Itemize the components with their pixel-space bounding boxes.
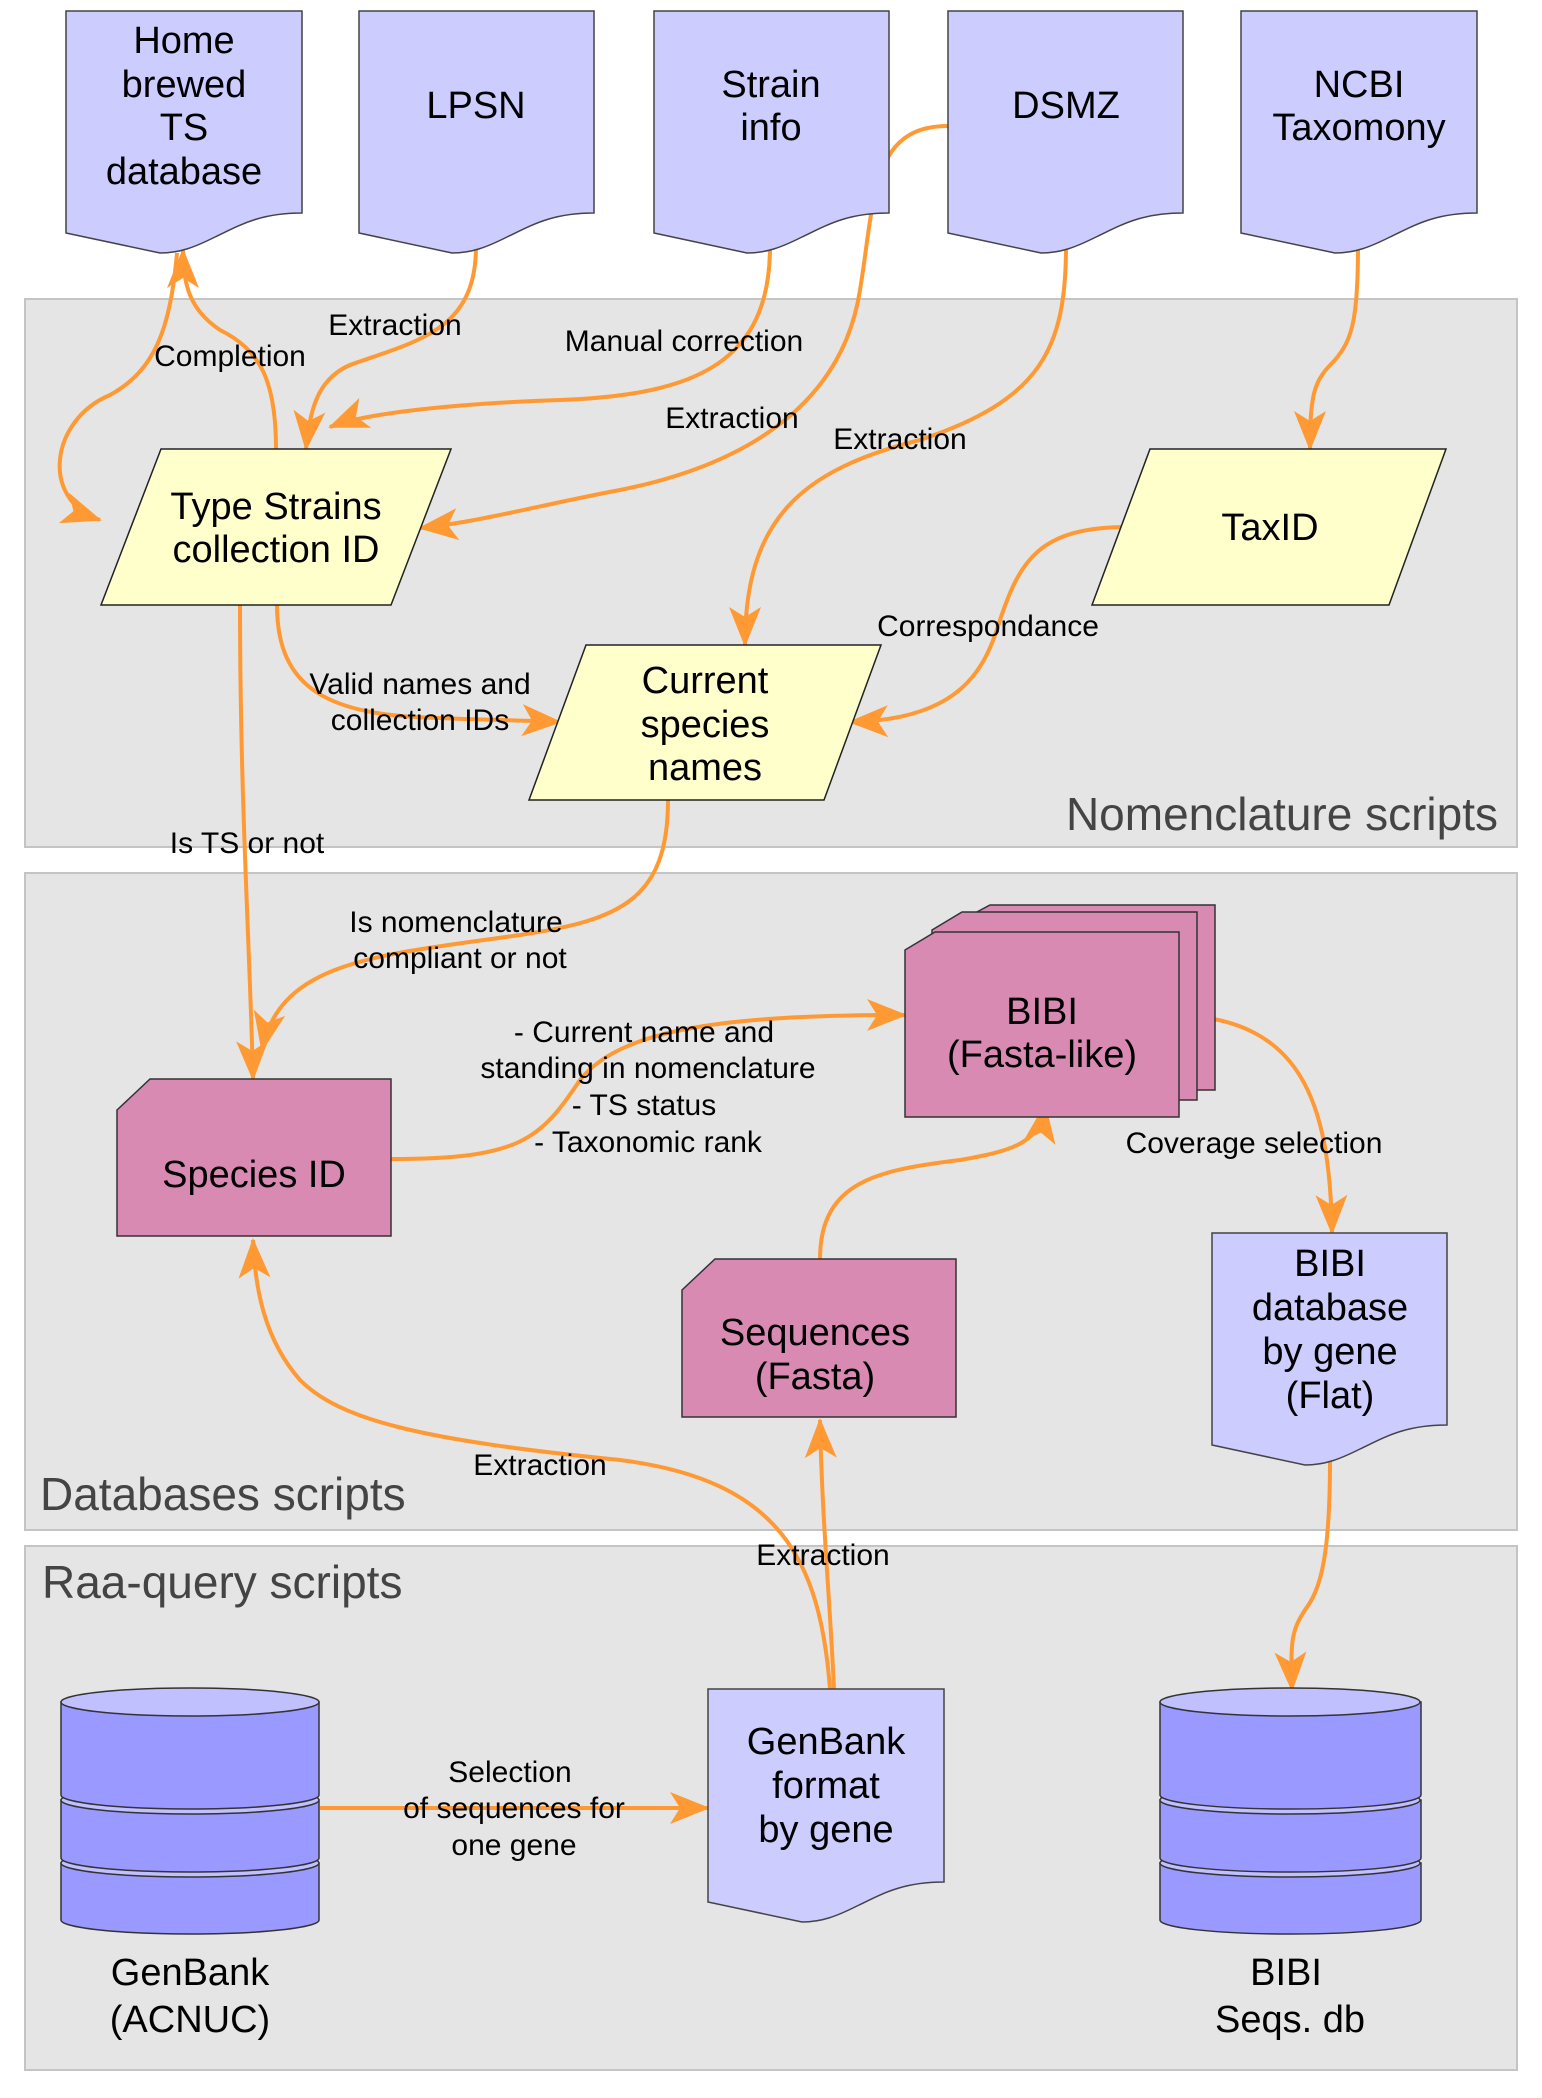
doc-ncbi-label-2: Taxomony xyxy=(1272,107,1445,149)
sequences-label-1: Sequences xyxy=(720,1312,910,1354)
label-species-bibi-2: standing in nomenclature xyxy=(480,1052,815,1085)
bibi-db-label-2: database xyxy=(1252,1287,1408,1329)
node-bibi-fasta[interactable]: BIBI (Fasta-like) xyxy=(904,904,1216,1118)
node-species-id[interactable]: Species ID xyxy=(116,1078,392,1237)
label-extraction-dsmz-ts: Extraction xyxy=(665,402,798,435)
label-extraction-genbank-species: Extraction xyxy=(473,1449,606,1482)
edge-dsmz-cs xyxy=(729,245,1068,647)
doc-lpsn[interactable]: LPSN xyxy=(358,10,595,254)
doc-strain-label-1: Strain xyxy=(721,64,820,106)
doc-ncbi-taxonomy[interactable]: NCBI Taxomony xyxy=(1240,10,1478,254)
node-genbank-format[interactable]: GenBank format by gene xyxy=(707,1688,945,1923)
edge-species-bibi xyxy=(390,999,907,1161)
bibi-fasta-label-1: BIBI xyxy=(1006,991,1078,1033)
database-cylinder-icon xyxy=(60,1687,320,1935)
label-is-nomenclature-2: compliant or not xyxy=(353,942,567,975)
doc-lpsn-label: LPSN xyxy=(426,85,525,127)
label-selection-1: Selection xyxy=(448,1756,571,1789)
edge-ncbi-taxid xyxy=(1294,245,1360,451)
edge-coverage xyxy=(1178,1013,1348,1235)
label-is-ts: Is TS or not xyxy=(170,827,325,860)
label-correspondance: Correspondance xyxy=(877,610,1099,643)
doc-ncbi-label-1: NCBI xyxy=(1314,64,1405,106)
bibi-db-label-4: (Flat) xyxy=(1286,1375,1375,1417)
edge-is-nomenclature xyxy=(253,799,670,1052)
bibi-db-label-3: by gene xyxy=(1262,1331,1397,1373)
bibi-seqs-label-2: Seqs. db xyxy=(1215,1999,1365,2041)
label-completion: Completion xyxy=(154,340,306,373)
label-species-bibi-1: - Current name and xyxy=(514,1016,774,1049)
edge-completion-loop xyxy=(57,252,179,524)
database-cylinder-icon xyxy=(1159,1687,1422,1935)
label-species-bibi-3: - TS status xyxy=(572,1089,717,1122)
genbank-format-label-1: GenBank xyxy=(747,1721,906,1763)
node-bibi-database[interactable]: BIBI database by gene (Flat) xyxy=(1211,1232,1448,1466)
node-sequences[interactable]: Sequences (Fasta) xyxy=(681,1258,957,1418)
genbank-acnuc-label-2: (ACNUC) xyxy=(110,1999,270,2041)
edge-lpsn-extraction xyxy=(293,245,478,451)
label-manual-correction: Manual correction xyxy=(565,325,803,358)
type-strains-label-1: Type Strains xyxy=(170,486,381,528)
doc-home-label-2: brewed xyxy=(122,64,247,106)
edge-strain-manual xyxy=(328,245,772,429)
edge-bibidb-seqs xyxy=(1274,1459,1332,1692)
doc-dsmz-label: DSMZ xyxy=(1012,85,1120,127)
genbank-acnuc-label-1: GenBank xyxy=(111,1952,270,1994)
bibi-seqs-label-1: BIBI xyxy=(1250,1952,1322,1994)
genbank-format-label-2: format xyxy=(772,1765,880,1807)
edge-genbank-species xyxy=(238,1238,832,1690)
section-title-databases: Databases scripts xyxy=(40,1468,406,1520)
section-title-nomenclature: Nomenclature scripts xyxy=(1066,788,1498,840)
label-is-nomenclature-1: Is nomenclature xyxy=(349,906,562,939)
bibi-fasta-label-2: (Fasta-like) xyxy=(947,1034,1137,1076)
bibi-db-label-1: BIBI xyxy=(1294,1243,1366,1285)
label-species-bibi-4: - Taxonomic rank xyxy=(534,1126,763,1159)
node-bibi-seqs[interactable]: BIBI Seqs. db xyxy=(1159,1687,1422,2041)
node-taxid[interactable]: TaxID xyxy=(1090,448,1448,606)
node-genbank-acnuc[interactable]: GenBank (ACNUC) xyxy=(60,1687,320,2041)
label-selection-2: of sequences for xyxy=(403,1792,625,1825)
label-valid-names-2: collection IDs xyxy=(331,704,509,737)
label-selection-3: one gene xyxy=(451,1829,576,1862)
label-extraction-genbank-seq: Extraction xyxy=(756,1539,889,1572)
edge-taxid-cs xyxy=(848,525,1129,738)
node-current-species[interactable]: Current species names xyxy=(527,644,883,801)
doc-home-label-3: TS xyxy=(160,107,209,149)
current-species-label-3: names xyxy=(648,747,762,789)
edge-completion-out xyxy=(167,248,278,450)
label-valid-names-1: Valid names and xyxy=(309,668,530,701)
doc-strain-label-2: info xyxy=(740,107,801,149)
label-extraction-dsmz-cs: Extraction xyxy=(833,423,966,456)
label-coverage: Coverage selection xyxy=(1126,1127,1383,1160)
doc-home-label-1: Home xyxy=(133,20,234,62)
taxid-label: TaxID xyxy=(1221,507,1318,549)
doc-dsmz[interactable]: DSMZ xyxy=(947,10,1184,254)
node-type-strains[interactable]: Type Strains collection ID xyxy=(99,448,453,606)
edge-seq-bibi xyxy=(818,1103,1056,1260)
doc-home-label-4: database xyxy=(106,151,262,193)
type-strains-label-2: collection ID xyxy=(173,529,380,571)
edge-genbank-seq xyxy=(804,1418,837,1690)
genbank-format-label-3: by gene xyxy=(758,1809,893,1851)
doc-strain-info[interactable]: Strain info xyxy=(653,10,890,254)
species-id-label: Species ID xyxy=(162,1154,346,1196)
current-species-label-1: Current xyxy=(642,660,769,702)
current-species-label-2: species xyxy=(641,704,770,746)
edge-valid-names xyxy=(275,604,562,737)
label-extraction-lpsn: Extraction xyxy=(328,309,461,342)
section-title-raa-query: Raa-query scripts xyxy=(42,1556,402,1608)
edge-is-ts xyxy=(236,604,269,1081)
edge-labels: Completion Extraction Manual correction … xyxy=(154,309,1382,1862)
doc-home-brewed[interactable]: Home brewed TS database xyxy=(65,10,303,254)
sequences-label-2: (Fasta) xyxy=(755,1356,875,1398)
